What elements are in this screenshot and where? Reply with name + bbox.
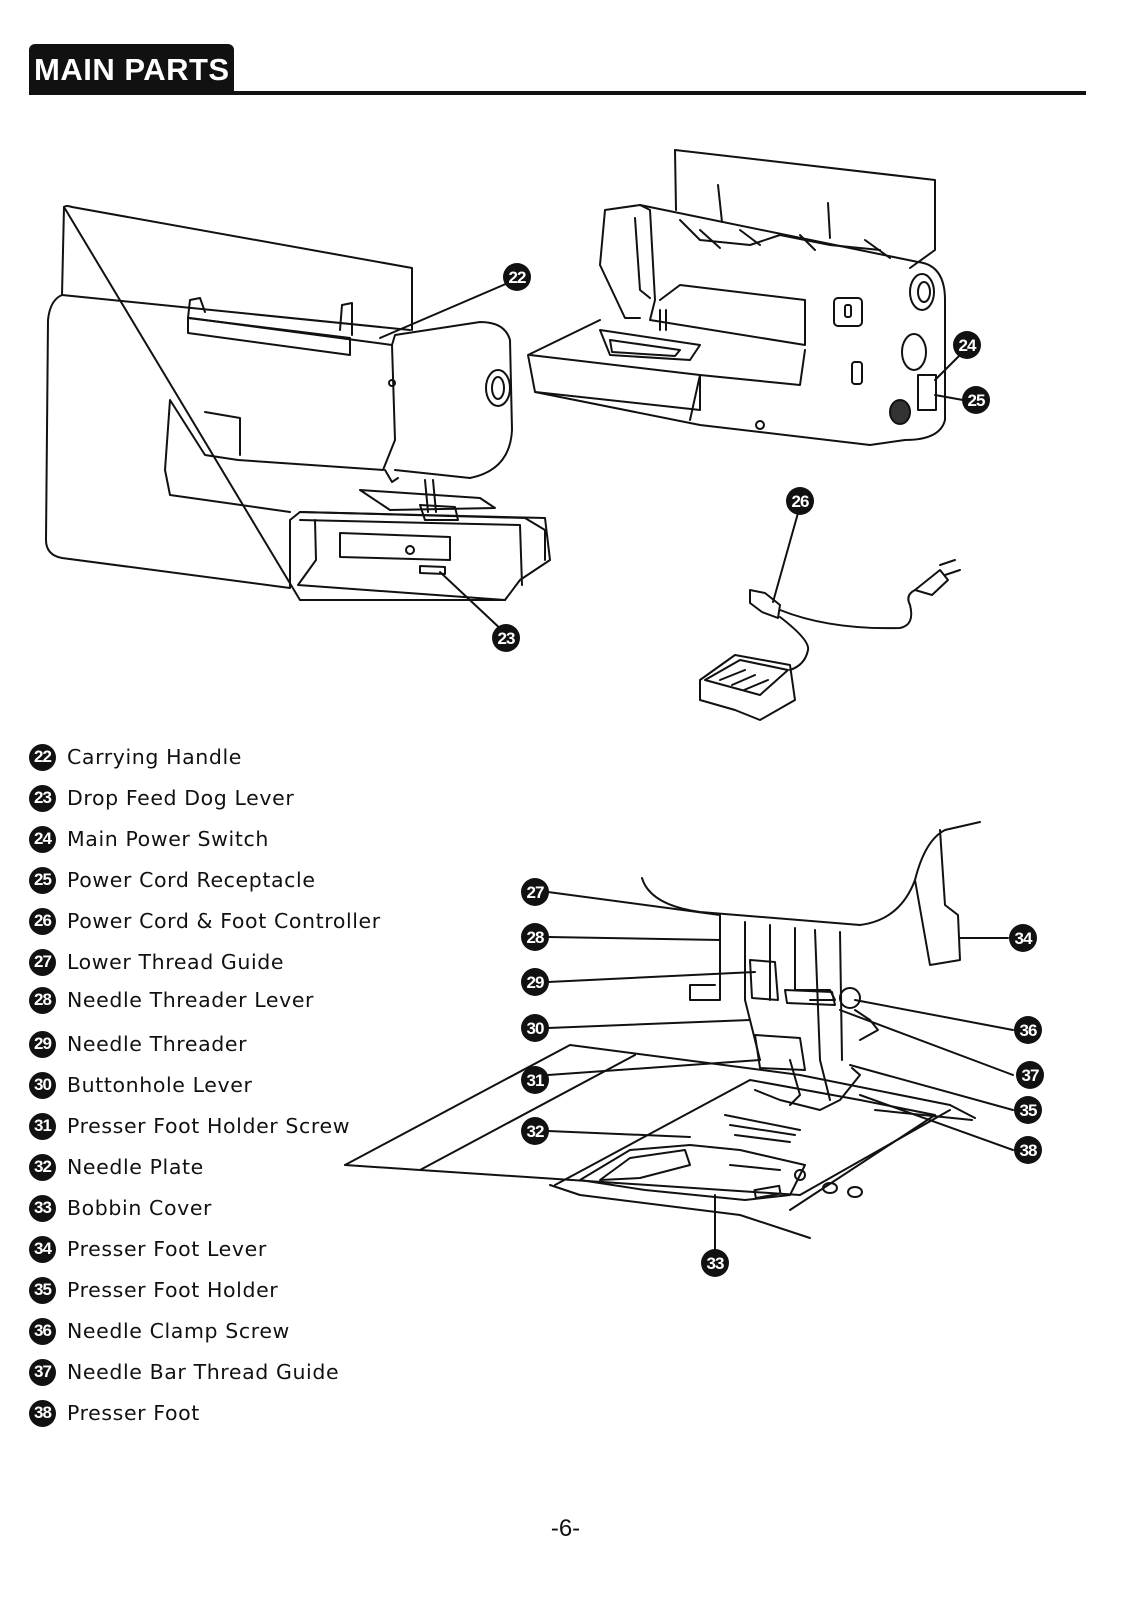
svg-text:33: 33 xyxy=(707,1254,724,1273)
legend-item: 24 Main Power Switch xyxy=(29,824,269,854)
legend-label: Presser Foot Holder Screw xyxy=(67,1114,351,1138)
legend-item: 29 Needle Threader xyxy=(29,1029,247,1059)
callout-37: 37 xyxy=(1016,1061,1044,1089)
legend-label: Carrying Handle xyxy=(67,745,243,769)
header-divider xyxy=(29,91,1086,95)
svg-text:27: 27 xyxy=(527,883,544,902)
number-badge: 27 xyxy=(29,948,56,976)
page-title: MAIN PARTS xyxy=(34,52,230,87)
callout-27: 27 xyxy=(521,878,549,906)
svg-text:36: 36 xyxy=(1020,1021,1037,1040)
legend-item: 28 Needle Threader Lever xyxy=(29,985,314,1015)
number-badge: 35 xyxy=(29,1276,56,1304)
callout-38: 38 xyxy=(1014,1136,1042,1164)
callout-36: 36 xyxy=(1014,1016,1042,1044)
legend-item: 35 Presser Foot Holder xyxy=(29,1275,278,1305)
section-header-tab xyxy=(29,44,234,94)
legend-item: 38 Presser Foot xyxy=(29,1398,200,1428)
number-badge: 28 xyxy=(29,986,56,1014)
legend-item: 26 Power Cord & Foot Controller xyxy=(29,906,381,936)
legend-label: Presser Foot Holder xyxy=(67,1278,279,1302)
legend-label: Lower Thread Guide xyxy=(67,950,285,974)
callout-29: 29 xyxy=(521,968,549,996)
svg-text:24: 24 xyxy=(959,336,977,355)
legend-item: 37 Needle Bar Thread Guide xyxy=(29,1357,339,1387)
legend-label: Main Power Switch xyxy=(67,827,269,851)
legend-label: Presser Foot Lever xyxy=(67,1237,267,1261)
svg-text:23: 23 xyxy=(498,629,515,648)
svg-text:37: 37 xyxy=(1022,1066,1039,1085)
legend-label: Drop Feed Dog Lever xyxy=(67,786,295,810)
number-badge: 38 xyxy=(29,1399,56,1427)
legend-label: Needle Threader xyxy=(67,1032,248,1056)
callout-22: 22 xyxy=(503,263,531,291)
callout-28: 28 xyxy=(521,923,549,951)
svg-text:38: 38 xyxy=(1020,1141,1037,1160)
legend-item: 30 Buttonhole Lever xyxy=(29,1070,252,1100)
needle-area-closeup xyxy=(344,821,1014,1251)
callout-35: 35 xyxy=(1014,1096,1042,1124)
callout-24: 24 xyxy=(953,331,981,359)
number-badge: 31 xyxy=(29,1112,56,1140)
legend-item: 33 Bobbin Cover xyxy=(29,1193,212,1223)
svg-text:35: 35 xyxy=(1020,1101,1037,1120)
legend-item: 31 Presser Foot Holder Screw xyxy=(29,1111,350,1141)
machine-front-view xyxy=(527,149,966,446)
number-badge: 36 xyxy=(29,1317,56,1345)
number-badge: 30 xyxy=(29,1071,56,1099)
callout-32: 32 xyxy=(521,1117,549,1145)
number-badge: 25 xyxy=(29,866,56,894)
legend-item: 22 Carrying Handle xyxy=(29,742,242,772)
callout-31: 31 xyxy=(521,1066,549,1094)
svg-text:28: 28 xyxy=(527,928,544,947)
svg-text:34: 34 xyxy=(1015,929,1033,948)
number-badge: 26 xyxy=(29,907,56,935)
callout-30: 30 xyxy=(521,1014,549,1042)
legend-item: 36 Needle Clamp Screw xyxy=(29,1316,290,1346)
svg-text:25: 25 xyxy=(968,391,985,410)
svg-text:32: 32 xyxy=(527,1122,544,1141)
callout-33: 33 xyxy=(701,1249,729,1277)
page-number: -6- xyxy=(550,1515,581,1542)
legend-label: Power Cord & Foot Controller xyxy=(67,909,381,933)
svg-text:22: 22 xyxy=(509,268,526,287)
svg-text:29: 29 xyxy=(527,973,544,992)
legend-item: 27 Lower Thread Guide xyxy=(29,947,284,977)
legend-item: 32 Needle Plate xyxy=(29,1152,204,1182)
number-badge: 33 xyxy=(29,1194,56,1222)
number-badge: 23 xyxy=(29,784,56,812)
machine-rear-view xyxy=(45,205,551,634)
number-badge: 32 xyxy=(29,1153,56,1181)
svg-text:26: 26 xyxy=(792,492,809,511)
number-badge: 24 xyxy=(29,825,56,853)
legend-label: Buttonhole Lever xyxy=(67,1073,253,1097)
callout-34: 34 xyxy=(1009,924,1037,952)
legend-label: Needle Bar Thread Guide xyxy=(67,1360,340,1384)
legend-label: Presser Foot xyxy=(67,1401,200,1425)
callout-23: 23 xyxy=(492,624,520,652)
callout-26: 26 xyxy=(786,487,814,515)
legend-item: 25 Power Cord Receptacle xyxy=(29,865,316,895)
svg-text:31: 31 xyxy=(527,1071,544,1090)
legend-label: Needle Plate xyxy=(67,1155,204,1179)
number-badge: 34 xyxy=(29,1235,56,1263)
legend-item: 23 Drop Feed Dog Lever xyxy=(29,783,294,813)
number-badge: 37 xyxy=(29,1358,56,1386)
number-badge: 29 xyxy=(29,1030,56,1058)
legend-label: Needle Threader Lever xyxy=(67,988,315,1012)
foot-controller-illustration xyxy=(699,512,961,721)
legend-item: 34 Presser Foot Lever xyxy=(29,1234,267,1264)
legend-label: Power Cord Receptacle xyxy=(67,868,316,892)
legend-label: Bobbin Cover xyxy=(67,1196,213,1220)
callout-25: 25 xyxy=(962,386,990,414)
svg-text:30: 30 xyxy=(527,1019,544,1038)
number-badge: 22 xyxy=(29,743,56,771)
legend-label: Needle Clamp Screw xyxy=(67,1319,290,1343)
